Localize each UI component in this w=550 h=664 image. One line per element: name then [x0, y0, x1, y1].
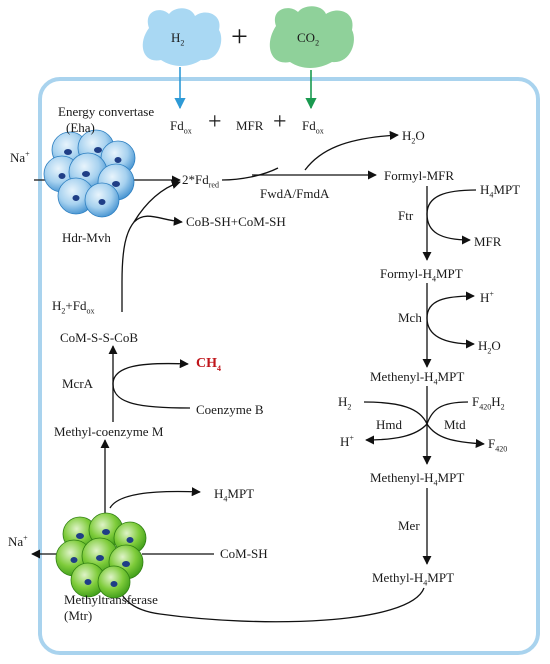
mer-enzyme-label: Mer	[398, 518, 420, 533]
mtr-label-line2: (Mtr)	[64, 608, 93, 623]
ch4-product-label: CH4	[196, 356, 221, 373]
methenyl-h4mpt-2-label: Methenyl-H4MPT	[370, 470, 465, 488]
h4mpt-out-label: H4MPT	[214, 486, 255, 504]
coenzyme-b-label: Coenzyme B	[196, 402, 264, 417]
h2-cloud	[142, 8, 222, 66]
h2-left-label: H2	[338, 394, 352, 412]
co2-input-label: CO2	[297, 30, 320, 48]
fd-red-label: 2*Fdred	[182, 172, 219, 190]
mcr-enzyme-label: McrA	[62, 376, 94, 391]
plus-sign-2: +	[273, 109, 287, 135]
input-plus-sign: +	[231, 20, 248, 53]
mtd-enzyme-label: Mtd	[444, 417, 466, 432]
mch-enzyme-label: Mch	[398, 310, 422, 325]
fd-ox-left: Fdox	[170, 118, 192, 136]
f420-label: F420	[488, 436, 508, 454]
hmd-enzyme-label: Hmd	[376, 417, 402, 432]
eha-label-line1: Energy convertase	[58, 104, 155, 119]
na-in-label: Na+	[10, 149, 30, 165]
com-sh-label: CoM-SH	[220, 546, 268, 561]
ftr-enzyme-label: Ftr	[398, 208, 414, 223]
methenyl-h4mpt-1-label: Methenyl-H4MPT	[370, 369, 465, 387]
fwd-enzyme-label: FwdA/FmdA	[260, 186, 330, 201]
formyl-h4mpt-label: Formyl-H4MPT	[380, 266, 463, 284]
mfr-out-label: MFR	[474, 234, 502, 249]
h4mpt-in-label: H4MPT	[480, 182, 521, 200]
cob-com-label: CoB-SH+CoM-SH	[186, 214, 286, 229]
eha-complex	[43, 129, 136, 218]
hdr-mvh-enzyme-label: Hdr-Mvh	[62, 230, 111, 245]
mtr-label-line1: Methyltransferase	[64, 592, 158, 607]
h2o-top-label: H2O	[402, 128, 425, 146]
methyl-coenzyme-m-label: Methyl-coenzyme M	[54, 424, 164, 439]
na-out-label: Na+	[8, 533, 28, 549]
formyl-mfr-label: Formyl-MFR	[384, 168, 455, 183]
mfr-label: MFR	[236, 118, 264, 133]
methyl-h4mpt-label: Methyl-H4MPT	[372, 570, 455, 588]
co2-cloud	[269, 6, 354, 69]
fd-ox-right: Fdox	[302, 118, 324, 136]
h-plus-in-label: H+	[480, 289, 494, 305]
f420h2-label: F420H2	[472, 394, 505, 412]
h-plus-out-label: H+	[340, 433, 354, 449]
h2-fd-label: H2+Fdox	[52, 298, 95, 316]
com-s-s-cob-label: CoM-S-S-CoB	[60, 330, 139, 345]
mtr-complex	[55, 512, 147, 599]
h2o-mid-label: H2O	[478, 338, 501, 356]
h2-input-label: H2	[171, 30, 185, 48]
plus-sign-1: +	[208, 109, 222, 135]
eha-label-line2: (Eha)	[66, 120, 95, 135]
